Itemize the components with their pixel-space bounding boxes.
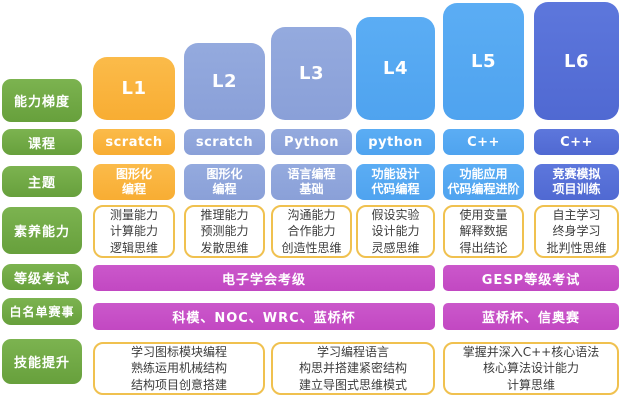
skills-box-l5-l6: 掌握并深入C++核心语法核心算法设计能力计算思维 <box>443 342 619 395</box>
level-block-label: L1 <box>121 78 147 99</box>
theme-pill-l3: 语言编程基础 <box>271 164 352 200</box>
course-pill-l4: python <box>356 129 435 155</box>
sidebar-label-theme: 主题 <box>2 166 82 197</box>
theme-pill-l6: 竞赛模拟项目训练 <box>534 164 619 200</box>
course-pill-l5: C++ <box>443 129 524 155</box>
level-block-l4: L4 <box>356 17 435 120</box>
course-pill-l6: C++ <box>534 129 619 155</box>
level-block-l6: L6 <box>534 2 619 120</box>
level-block-label: L4 <box>383 58 408 79</box>
abilities-box-l3: 沟通能力合作能力创造性思维 <box>271 205 352 258</box>
level-block-l3: L3 <box>271 27 352 120</box>
level-block-label: L6 <box>564 50 589 72</box>
competition-bar-l5-l6: 蓝桥杯、信奥赛 <box>443 303 619 330</box>
level-block-l1: L1 <box>93 57 175 120</box>
sidebar-label-gradient: 能力梯度 <box>2 79 82 122</box>
skills-box-l1-l2: 学习图标模块编程熟练运用机械结构结构项目创意搭建 <box>93 342 265 395</box>
sidebar-label-abilities: 素养能力 <box>2 207 82 254</box>
exam-bar-l1-l4: 电子学会考级 <box>93 265 435 291</box>
abilities-box-l2: 推理能力预测能力发散思维 <box>184 205 265 258</box>
sidebar-label-course: 课程 <box>2 129 82 155</box>
theme-pill-l1: 图形化编程 <box>93 164 175 200</box>
course-pill-l1: scratch <box>93 129 175 155</box>
level-block-label: L3 <box>299 63 324 84</box>
course-pill-l2: scratch <box>184 129 265 155</box>
level-block-l5: L5 <box>443 3 524 120</box>
abilities-box-l4: 假设实验设计能力灵感思维 <box>356 205 435 258</box>
level-block-label: L5 <box>471 51 496 72</box>
theme-pill-l4: 功能设计代码编程 <box>356 164 435 200</box>
sidebar-label-exams: 等级考试 <box>2 264 82 290</box>
abilities-box-l6: 自主学习终身学习批判性思维 <box>534 205 619 258</box>
theme-pill-l5: 功能应用代码编程进阶 <box>443 164 524 200</box>
skills-box-l3-l4: 学习编程语言构思并搭建紧密结构建立导图式思维模式 <box>271 342 435 395</box>
theme-pill-l2: 图形化编程 <box>184 164 265 200</box>
course-pill-l3: Python <box>271 129 352 155</box>
sidebar-label-skills: 技能提升 <box>2 339 82 384</box>
sidebar-label-competitions: 白名单赛事 <box>2 298 82 325</box>
competition-bar-l1-l4: 科模、NOC、WRC、蓝桥杯 <box>93 303 435 330</box>
exam-bar-l5-l6: GESP等级考试 <box>443 265 619 291</box>
level-block-label: L2 <box>212 71 237 92</box>
abilities-box-l1: 测量能力计算能力逻辑思维 <box>93 205 175 258</box>
abilities-box-l5: 使用变量解释数据得出结论 <box>443 205 524 258</box>
level-block-l2: L2 <box>184 43 265 120</box>
